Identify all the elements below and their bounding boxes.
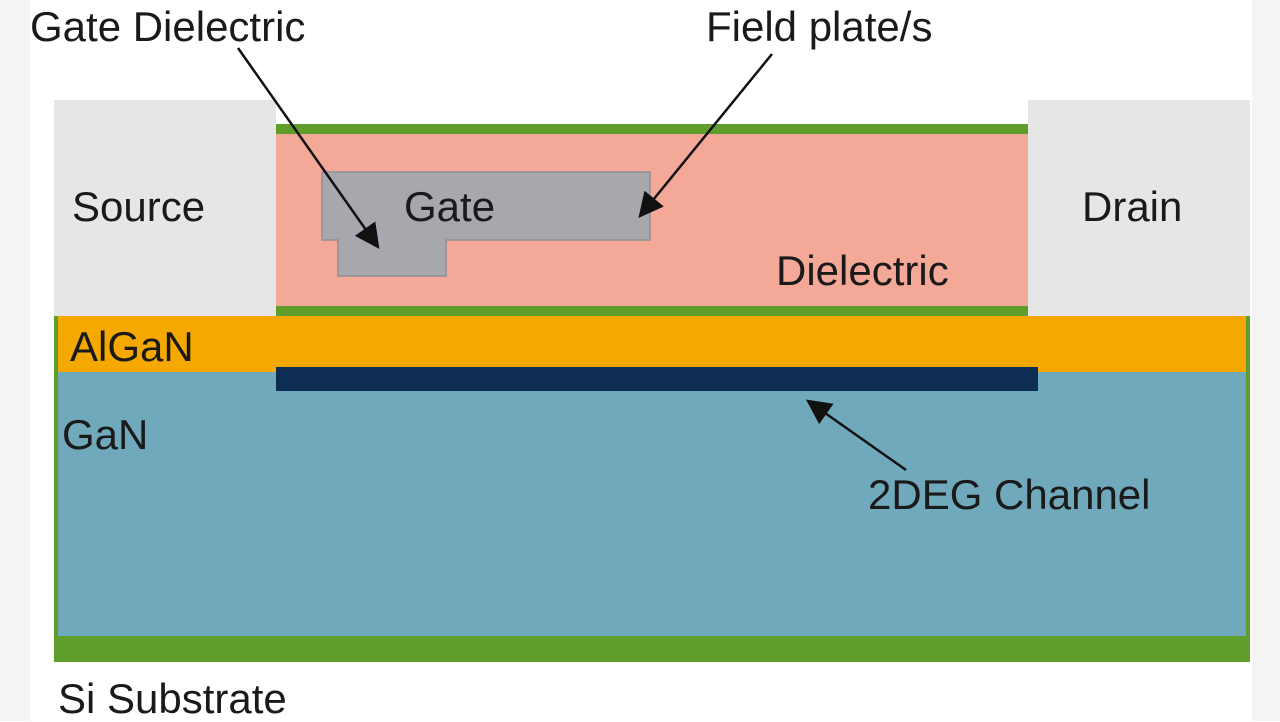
dielectric-label: Dielectric xyxy=(776,247,949,294)
bottom-passivation-layer xyxy=(276,306,1028,316)
top-passivation-layer xyxy=(276,124,1028,134)
gan-label: GaN xyxy=(62,411,149,458)
source-label: Source xyxy=(72,183,206,230)
si-substrate-layer xyxy=(54,636,1250,662)
field-plate-label: Field plate/s xyxy=(706,3,933,50)
2deg-channel-label: 2DEG Channel xyxy=(868,471,1151,518)
left-margin xyxy=(0,0,30,721)
si-substrate-label: Si Substrate xyxy=(58,675,287,722)
field-plate-arrow xyxy=(638,53,773,218)
2deg-channel-arrow xyxy=(805,399,907,472)
gate-label: Gate xyxy=(404,183,496,230)
source-contact xyxy=(54,100,276,316)
drain-contact xyxy=(1028,100,1250,316)
gate-dielectric-label: Gate Dielectric xyxy=(30,3,306,50)
gan-layer xyxy=(54,370,1250,636)
2deg-channel-layer xyxy=(276,367,1038,391)
algan-layer xyxy=(54,316,1250,372)
gate-dielectric-arrow xyxy=(236,47,380,250)
right-margin xyxy=(1252,0,1280,721)
algan-label: AlGaN xyxy=(70,323,194,370)
drain-label: Drain xyxy=(1082,183,1183,230)
